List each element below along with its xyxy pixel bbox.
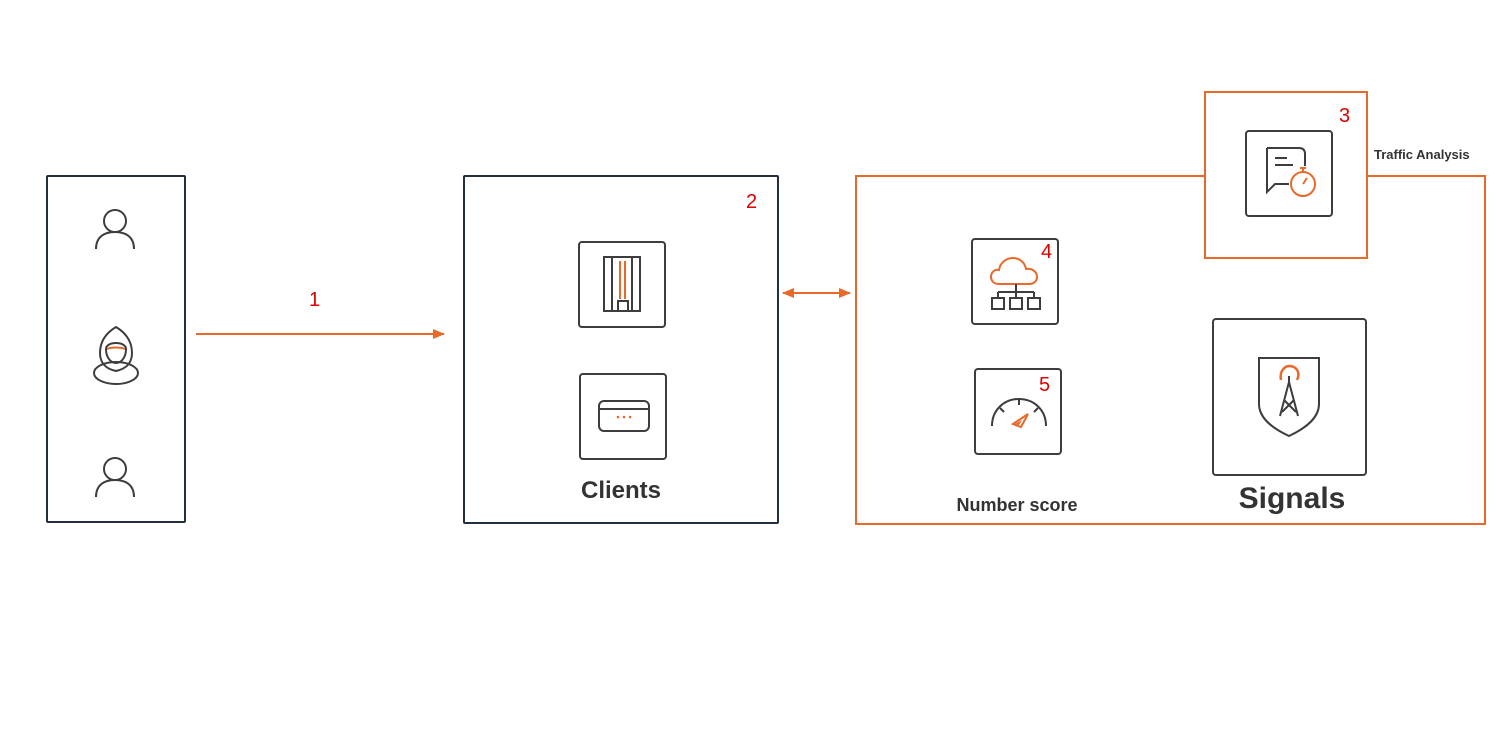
- traffic-analysis-icon: [1266, 147, 1316, 197]
- signal-tower-shield-icon: [1258, 357, 1320, 438]
- user-icon: [95, 209, 135, 250]
- mobile-app-tile: [578, 241, 666, 328]
- credit-card-icon: [598, 400, 650, 432]
- step-number-4: 4: [1041, 241, 1053, 263]
- user-icon: [95, 457, 135, 498]
- cloud-network-icon: [989, 256, 1041, 310]
- traffic-analysis-label: Traffic Analysis: [1374, 147, 1470, 162]
- speedometer-tile: 5: [974, 368, 1062, 455]
- step-number-3: 3: [1339, 105, 1351, 127]
- signal-tower-tile: [1212, 318, 1367, 476]
- mobile-app-icon: [603, 256, 641, 312]
- step-number-1: 1: [309, 289, 321, 311]
- step-number-5: 5: [1039, 374, 1051, 396]
- traffic-analysis-panel: 3: [1204, 91, 1368, 259]
- step-number-2: 2: [746, 191, 758, 213]
- signals-label: Signals: [1238, 482, 1346, 515]
- clients-panel: 2 Clients: [463, 175, 779, 524]
- speedometer-icon: [991, 397, 1047, 429]
- users-panel: [46, 175, 186, 523]
- signals-panel: 4 5 Number score: [855, 175, 1486, 525]
- traffic-analysis-tile: [1245, 130, 1333, 217]
- number-score-label: Number score: [956, 495, 1078, 515]
- clients-label: Clients: [580, 477, 661, 504]
- cloud-network-tile: 4: [971, 238, 1059, 325]
- credit-card-tile: [579, 373, 667, 460]
- hooded-attacker-icon: [93, 325, 139, 385]
